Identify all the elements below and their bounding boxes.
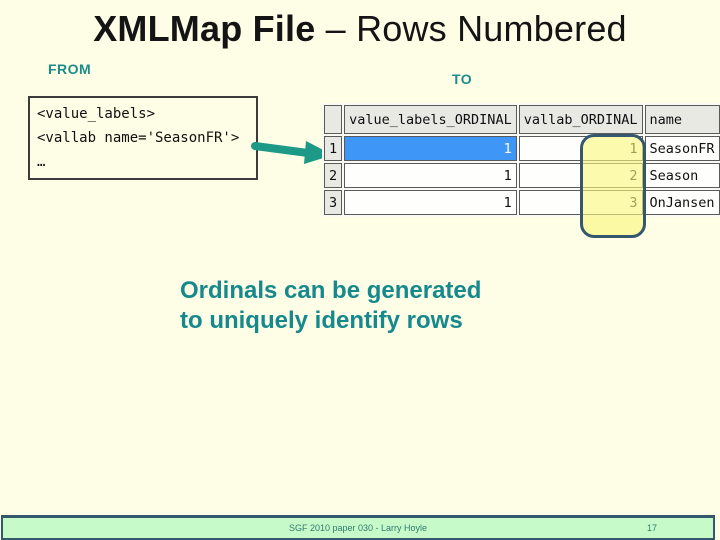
table-cell: OnJansen (644, 190, 720, 215)
callout-text: Ordinals can be generated to uniquely id… (180, 276, 481, 336)
row-number-cell: 1 (324, 136, 343, 161)
table-row: 3 1 3 OnJansen (324, 190, 720, 215)
data-table: value_labels_ORDINAL vallab_ORDINAL name… (322, 103, 720, 217)
code-line: <vallab name='SeasonFR'> (37, 130, 240, 146)
footer-bar: SGF 2010 paper 030 - Larry Hoyle 17 (1, 515, 715, 540)
table-row: 1 1 1 SeasonFR (324, 136, 720, 161)
row-number-cell: 2 (324, 163, 343, 188)
column-header-vallab-ordinal: vallab_ORDINAL (518, 105, 643, 134)
corner-cell (324, 105, 343, 134)
table-cell: Season (644, 163, 720, 188)
footer-text: SGF 2010 paper 030 - Larry Hoyle (288, 523, 428, 533)
title-remainder: – Rows Numbered (315, 8, 627, 49)
selected-cell: 1 (344, 136, 517, 161)
arrow-right-icon (251, 141, 333, 164)
header-row: value_labels_ORDINAL vallab_ORDINAL name (324, 105, 720, 134)
table-cell: SeasonFR (644, 136, 720, 161)
table-screenshot: value_labels_ORDINAL vallab_ORDINAL name… (322, 103, 720, 223)
xml-code-box: <value_labels> <vallab name='SeasonFR'> … (28, 96, 258, 180)
title-emphasis: XMLMap File (93, 8, 316, 49)
code-line: … (37, 154, 46, 170)
callout-line: Ordinals can be generated (180, 277, 482, 304)
from-label: FROM (48, 61, 92, 77)
table-row: 2 1 2 Season (324, 163, 720, 188)
to-label: TO (452, 71, 473, 87)
callout-line: to uniquely identify rows (180, 307, 463, 334)
column-header-value-labels-ordinal: value_labels_ORDINAL (344, 105, 517, 134)
column-header-name: name (644, 105, 720, 134)
row-number-cell: 3 (324, 190, 343, 215)
page-number: 17 (646, 523, 657, 533)
page-title: XMLMap File – Rows Numbered (0, 8, 720, 50)
code-line: <value_labels> (37, 106, 156, 122)
column-highlight-outline (580, 134, 646, 238)
table-cell: 1 (344, 163, 517, 188)
table-cell: 1 (344, 190, 517, 215)
